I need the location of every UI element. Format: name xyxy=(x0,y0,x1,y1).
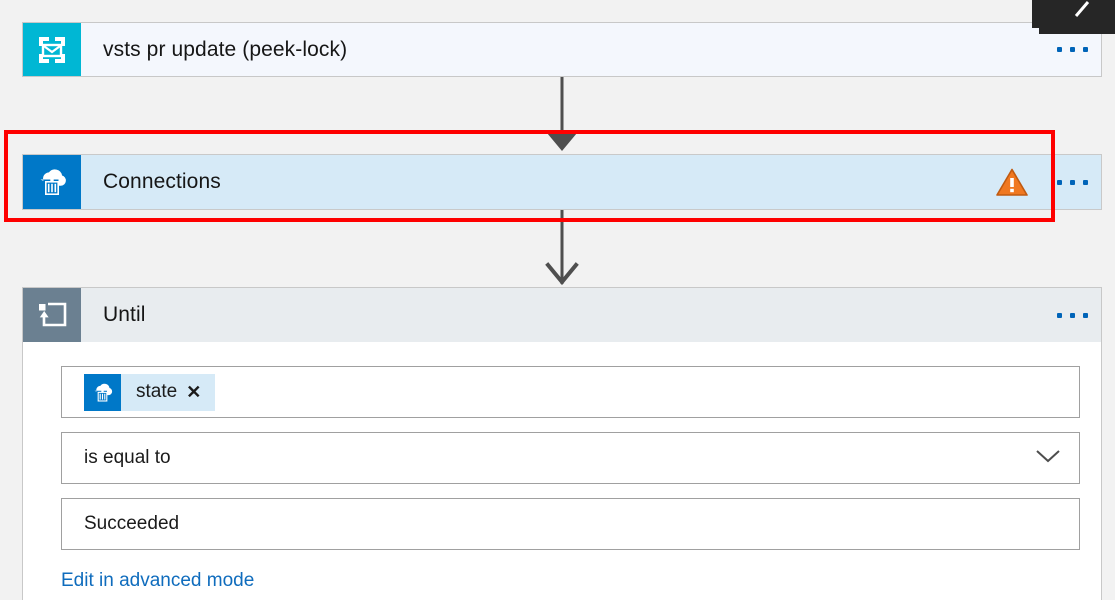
connections-card-right xyxy=(996,155,1101,209)
dot xyxy=(1082,312,1088,318)
dot xyxy=(1056,312,1062,318)
trigger-menu-button[interactable] xyxy=(1043,47,1101,52)
connector-arrow-trigger-to-connections xyxy=(540,77,584,159)
service-bus-envelope-icon xyxy=(23,23,81,76)
dot xyxy=(1069,47,1075,52)
tooltip-overlay-tail xyxy=(1039,28,1115,34)
close-icon[interactable]: ✕ xyxy=(186,382,202,402)
chevron-down-icon[interactable] xyxy=(1035,448,1061,469)
connections-status-warning[interactable] xyxy=(996,168,1042,197)
edit-in-advanced-mode-link[interactable]: Edit in advanced mode xyxy=(61,570,255,591)
condition-value-text: Succeeded xyxy=(84,513,180,534)
dot xyxy=(1056,47,1062,52)
until-menu-button[interactable] xyxy=(1043,312,1101,318)
operator-value: is equal to xyxy=(84,447,171,468)
warning-triangle-icon xyxy=(996,168,1028,196)
condition-token-field[interactable]: state ✕ xyxy=(61,366,1080,418)
trigger-title: vsts pr update (peek-lock) xyxy=(103,37,348,61)
token-chip-label: state xyxy=(136,381,178,402)
connections-menu-button[interactable] xyxy=(1043,179,1101,185)
condition-value-input[interactable]: Succeeded xyxy=(61,498,1080,550)
connector-arrow-connections-to-until xyxy=(540,210,584,292)
until-body: state ✕ is equal to Succeeded Edit in ad… xyxy=(23,342,1101,592)
cloud-upload-container-icon xyxy=(84,373,121,411)
tooltip-overlay xyxy=(1032,0,1115,28)
until-card: Until xyxy=(22,287,1102,600)
loop-until-icon xyxy=(23,288,81,342)
trigger-card-right xyxy=(1043,23,1101,76)
token-chip-state[interactable]: state ✕ xyxy=(84,373,216,411)
condition-operator-dropdown[interactable]: is equal to xyxy=(61,432,1080,484)
cloud-upload-container-icon xyxy=(23,155,81,209)
dot xyxy=(1082,47,1088,52)
until-card-right xyxy=(1043,288,1101,342)
dot xyxy=(1069,312,1075,318)
connections-card[interactable]: Connections xyxy=(22,154,1102,210)
dot xyxy=(1082,179,1088,185)
until-title: Until xyxy=(103,303,146,326)
dot xyxy=(1056,179,1062,185)
until-header[interactable]: Until xyxy=(23,288,1101,342)
cursor-icon xyxy=(1074,1,1090,17)
trigger-card[interactable]: vsts pr update (peek-lock) xyxy=(22,22,1102,77)
dot xyxy=(1069,179,1075,185)
connections-title: Connections xyxy=(103,170,221,193)
